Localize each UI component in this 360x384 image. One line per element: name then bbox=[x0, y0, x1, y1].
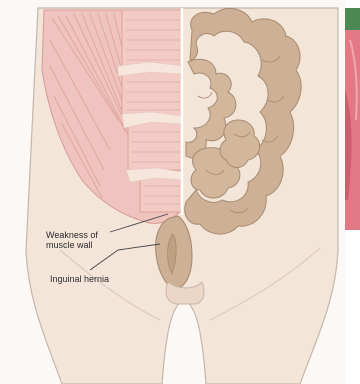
label-weakness-line1: Weakness of bbox=[46, 230, 98, 240]
label-inguinal-hernia: Inguinal hernia bbox=[50, 274, 109, 284]
label-weakness-line2: muscle wall bbox=[46, 240, 93, 250]
clinical-photo-fragment-icon bbox=[345, 0, 360, 230]
